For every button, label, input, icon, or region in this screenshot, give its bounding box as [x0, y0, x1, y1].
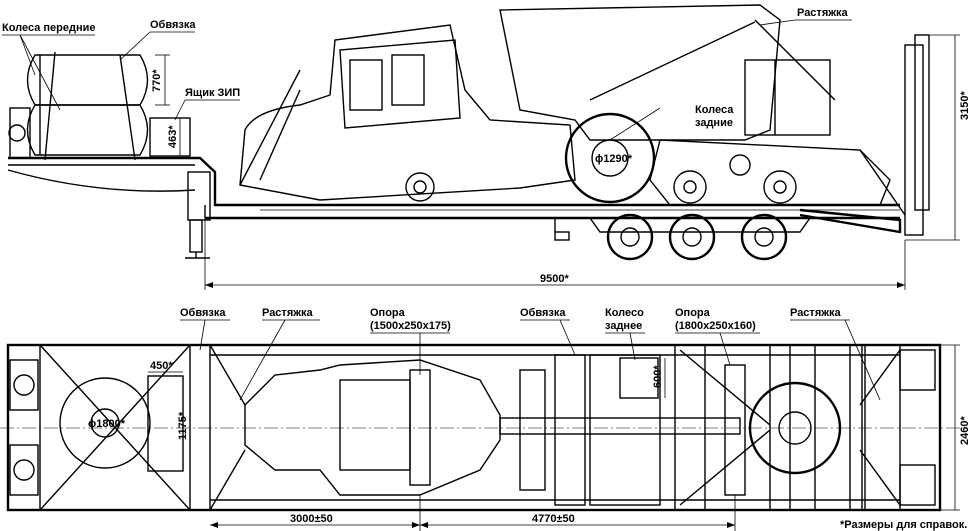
support-front-label-1: Опора	[370, 307, 406, 319]
plan-leaders	[148, 319, 960, 531]
wheel-stack-height-dim: 770*	[151, 69, 163, 92]
rear-wheels-label-1: Колеса	[695, 104, 734, 116]
rear-wheel-label-plan-1: Колесо	[605, 307, 644, 319]
front-wheels-label: Колеса передние	[2, 22, 96, 34]
front-wheels-stack	[26, 51, 191, 161]
trailer-frame-side	[7, 107, 900, 259]
vehicle-side	[239, 4, 930, 236]
width-450-dim: 450*	[150, 360, 173, 372]
plan-view: Обвязка Растяжка Опора (1500x250x175) Об…	[0, 307, 971, 531]
wheel-diameter-dim-plan: ϕ1800*	[88, 418, 126, 430]
overall-width-dim: 2460*	[959, 416, 971, 445]
lashing-label-plan-right: Обвязка	[520, 307, 566, 319]
guying-label-plan-right: Растяжка	[790, 307, 842, 319]
box-height-dim: 463*	[167, 125, 179, 148]
wheel-diameter-dim-side: ϕ1290*	[595, 153, 633, 165]
spare-box-label: Ящик ЗИП	[185, 87, 240, 99]
guying-label-plan-left: Растяжка	[262, 307, 314, 319]
support-rear-label-2: (1800x250x160)	[675, 320, 756, 332]
vehicle-plan	[209, 344, 901, 511]
trailer-wheels-side	[606, 213, 788, 261]
overall-height-dim: 3150*	[959, 91, 971, 120]
rear-wheel-label-plan-2: заднее	[605, 320, 642, 332]
side-leaders	[2, 19, 960, 290]
rear-wheels-label-2: задние	[695, 117, 733, 129]
length-600-dim: 600*	[652, 365, 664, 388]
length-1175-dim: 1175*	[177, 411, 189, 440]
guying-label-side: Растяжка	[797, 7, 849, 19]
support-spacing-1-dim: 3000±50	[290, 513, 333, 525]
support-spacing-2-dim: 4770±50	[532, 513, 575, 525]
lashing-label-side: Обвязка	[150, 19, 196, 31]
overall-length-dim: 9500*	[540, 273, 569, 285]
lashing-label-plan-left: Обвязка	[180, 307, 226, 319]
support-front-label-2: (1500x250x175)	[370, 320, 451, 332]
support-rear-label-1: Опора	[675, 307, 711, 319]
side-view: Колеса передние Обвязка Ящик ЗИП Растяжк…	[2, 4, 971, 290]
reference-note: *Размеры для справок.	[840, 519, 967, 531]
trailer-frame-plan	[0, 343, 960, 512]
